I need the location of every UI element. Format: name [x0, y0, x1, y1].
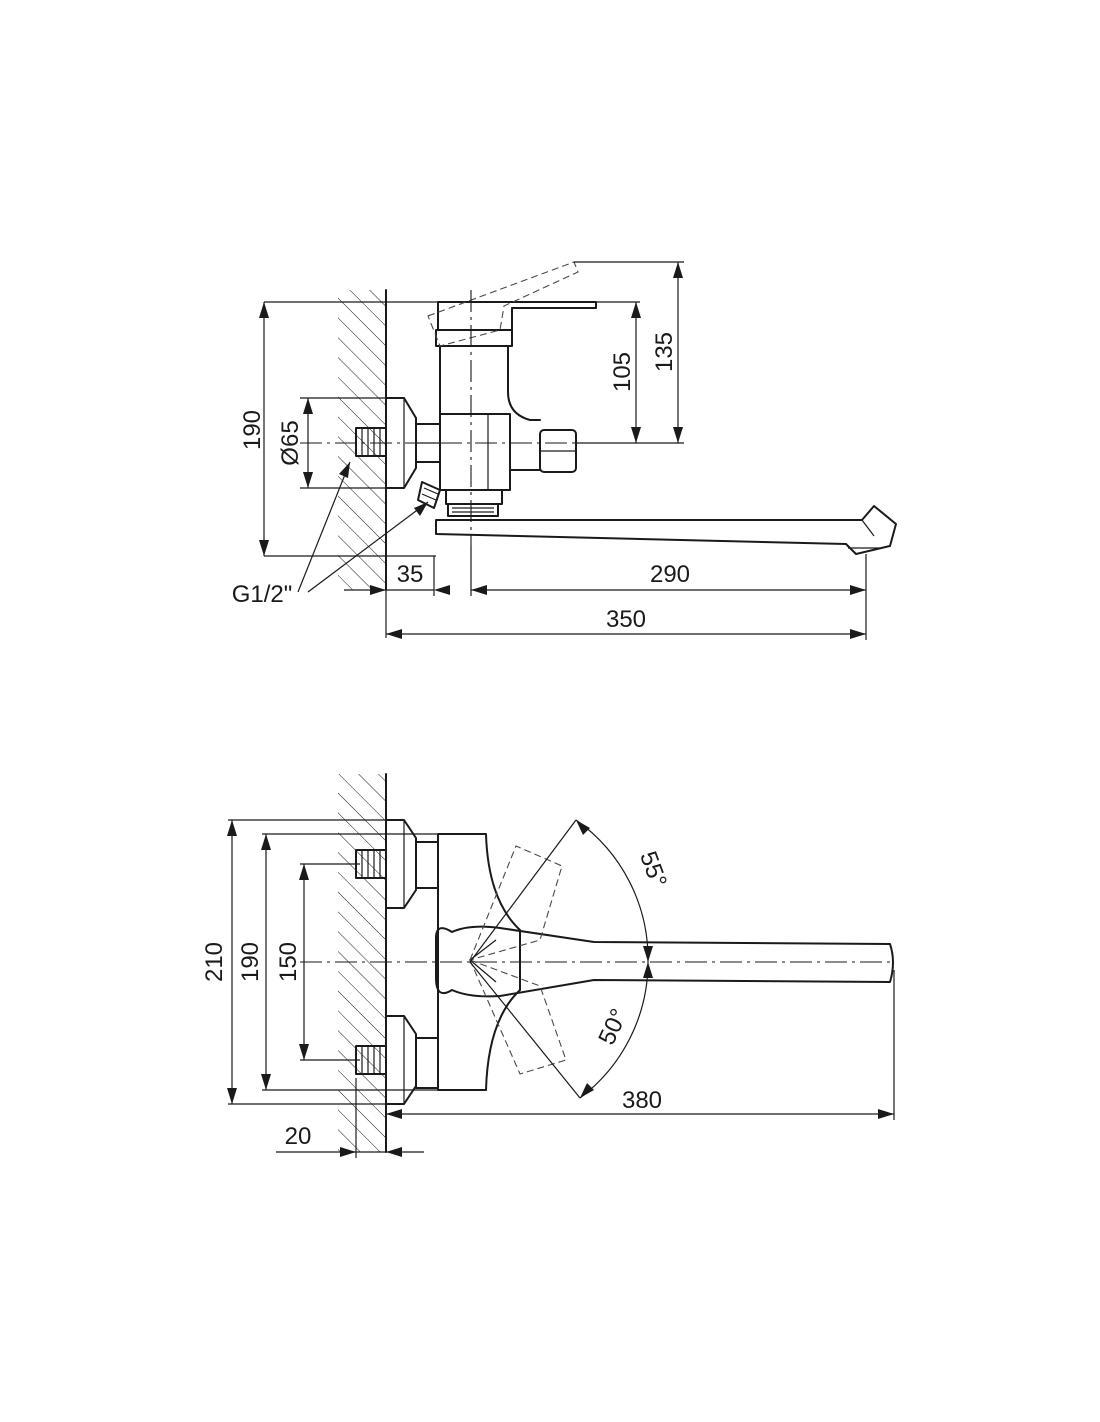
dim-lever-height: 105 — [609, 352, 636, 392]
dim-width-total: 210 — [201, 942, 228, 982]
wall-hatch-bottom — [338, 773, 387, 1153]
body-plate — [437, 833, 521, 1091]
spout — [435, 505, 897, 555]
lever-top — [435, 925, 894, 998]
upper-inlet — [355, 819, 439, 909]
cartridge-cap — [435, 329, 513, 347]
dim-inlet-spacing: 150 — [275, 942, 302, 982]
dim-height-total: 190 — [239, 410, 266, 450]
dim-angle-down: 50° — [593, 1005, 633, 1049]
lever-ghost-up — [469, 845, 563, 961]
dim-overall-length: 350 — [606, 606, 646, 633]
lever-handle-raised — [427, 261, 579, 347]
lever-ghost-down — [468, 959, 567, 1075]
dim-offset: 35 — [397, 561, 424, 588]
dim-thread: G1/2" — [232, 581, 293, 608]
dim-lever-raised: 135 — [651, 332, 678, 372]
dim-width-flange: 190 — [237, 942, 264, 982]
dim-spout-length: 380 — [622, 1087, 662, 1114]
inlet-thread — [355, 427, 387, 457]
mixer-body — [439, 345, 577, 491]
dim-spout-reach: 290 — [650, 561, 690, 588]
top-view: 210 190 150 20 380 55° 50° — [201, 773, 895, 1158]
hose-outlet — [417, 481, 441, 509]
outlet-diverter — [445, 489, 503, 517]
side-view: 190 Ø65 105 135 G1/2" 35 290 350 — [232, 261, 897, 640]
lever-handle — [437, 301, 597, 331]
dim-angle-up: 55° — [634, 848, 672, 891]
dim-diameter: Ø65 — [277, 420, 304, 465]
dim-wall-offset: 20 — [285, 1123, 312, 1150]
